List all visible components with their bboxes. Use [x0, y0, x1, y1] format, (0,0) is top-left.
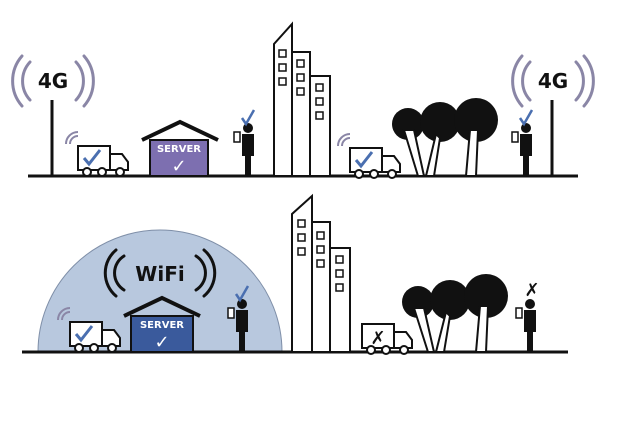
top-scene: 4G SERVER ✓ [11, 21, 595, 179]
check-icon [234, 285, 250, 303]
wifi-signal: WiFi [103, 248, 217, 298]
signal-waves-icon [511, 54, 595, 108]
signal-waves-icon [11, 54, 95, 108]
check-icon [74, 325, 94, 343]
buildings-top [273, 21, 331, 177]
check-icon [518, 109, 534, 127]
truck-fail-mark: ✗ [370, 328, 385, 349]
truck-connected-icon [337, 133, 401, 179]
truck-disconnected-icon: ✗ [361, 323, 413, 355]
person-disconnected-icon: ✗ [515, 280, 540, 352]
phone-icon [511, 131, 519, 143]
truck-connected-icon [57, 307, 121, 353]
tower-label-left: 4G [38, 69, 68, 93]
trees-bottom [402, 274, 508, 353]
tower-4g-left: 4G [11, 54, 95, 176]
server-house-top: SERVER ✓ [141, 119, 219, 177]
signal-waves-icon [103, 248, 217, 298]
check-icon [240, 109, 256, 127]
person-fail-mark: ✗ [524, 280, 539, 301]
buildings-bottom [291, 193, 351, 353]
tower-label-right: 4G [538, 69, 568, 93]
server-house-bottom: SERVER ✓ [123, 295, 201, 353]
server-check-bottom: ✓ [154, 332, 169, 353]
check-icon [82, 149, 102, 167]
phone-icon [233, 131, 241, 143]
phone-icon [227, 307, 235, 319]
person-connected-icon [233, 109, 256, 176]
person-connected-icon [511, 109, 534, 176]
server-check-top: ✓ [171, 156, 186, 177]
trees-top [392, 98, 498, 177]
server-label-bottom: SERVER [140, 320, 184, 331]
phone-icon [515, 307, 523, 319]
person-connected-icon [227, 285, 250, 352]
server-label-top: SERVER [157, 144, 201, 155]
truck-connected-icon [65, 131, 129, 177]
building-windows [278, 49, 324, 120]
bottom-scene: WiFi SERVER ✓ [22, 193, 568, 355]
wifi-label: WiFi [135, 262, 184, 286]
tower-4g-right: 4G [511, 54, 595, 176]
building-windows [297, 219, 344, 292]
check-icon [354, 151, 374, 169]
